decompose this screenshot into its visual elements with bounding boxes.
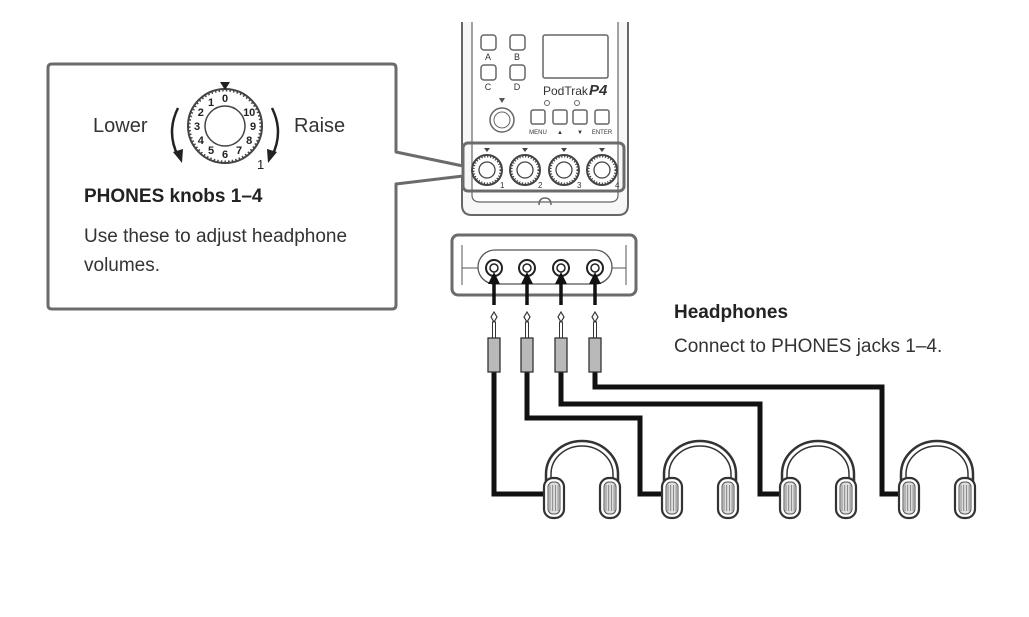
dial-number: 6	[222, 149, 228, 161]
lower-label: Lower	[93, 115, 148, 137]
dial-number: 0	[222, 93, 228, 105]
knob-number-label: 3	[577, 181, 582, 190]
dial-number: 9	[250, 121, 256, 133]
dial-number: 8	[246, 135, 252, 147]
up-button	[552, 109, 568, 125]
phones-jack-2	[518, 259, 536, 277]
model-label: P4	[589, 82, 608, 99]
cable-1	[491, 372, 545, 497]
pad-d-button	[509, 64, 526, 81]
dial-number: 7	[236, 145, 242, 157]
raise-label: Raise	[294, 115, 346, 137]
cable-3	[558, 372, 782, 497]
knob-number-label: 2	[538, 181, 543, 190]
headphones-title: Headphones	[674, 302, 789, 323]
phones-knob-1: 1	[471, 148, 505, 190]
podtrak-device	[461, 22, 629, 216]
phones-knob-4: 4	[586, 148, 620, 190]
headphones-2	[660, 439, 740, 520]
pad-label-d: D	[514, 82, 521, 92]
phones-knob-2: 2	[509, 148, 543, 190]
callout-box	[46, 62, 465, 311]
down-button-label: ▼	[577, 130, 583, 136]
headphones-3	[778, 439, 858, 520]
pad-label-a: A	[485, 52, 491, 62]
pad-a-button	[480, 34, 497, 51]
headphones-set	[542, 439, 977, 520]
dial-marker-label: 1	[257, 157, 264, 172]
pad-label-c: C	[485, 82, 492, 92]
pad-c-button	[480, 64, 497, 81]
pad-label-b: B	[514, 52, 520, 62]
cable-4	[592, 372, 903, 497]
dial-number: 2	[198, 107, 204, 119]
device-display	[542, 34, 609, 79]
phones-knob-3: 3	[548, 148, 582, 190]
plug-2	[520, 272, 534, 373]
up-button-label: ▲	[557, 130, 563, 136]
dial-number: 3	[194, 121, 200, 133]
enter-button-label: ENTER	[592, 130, 613, 136]
knob-number-label: 1	[500, 181, 505, 190]
menu-button-label: MENU	[529, 130, 547, 136]
jack-panel	[450, 233, 638, 297]
plug-3	[554, 272, 568, 373]
cable-2	[524, 372, 665, 497]
plug-4	[588, 272, 602, 373]
menu-button	[530, 109, 546, 125]
callout-title: PHONES knobs 1–4	[84, 186, 263, 207]
dial-number: 10	[243, 107, 255, 119]
headphone-cables	[491, 372, 903, 497]
dial-number: 1	[208, 97, 214, 109]
callout-description: Use these to adjust headphone volumes.	[84, 226, 348, 276]
dial-number: 4	[198, 135, 205, 147]
brand-label: PodTrak	[543, 84, 589, 98]
pad-b-button	[509, 34, 526, 51]
headphones-description: Connect to PHONES jacks 1–4.	[674, 336, 943, 357]
phones-knobs: 1 2 3 4	[471, 148, 620, 190]
headphones-1	[542, 439, 622, 520]
headphone-plugs	[487, 272, 602, 373]
knob-number-label: 4	[615, 181, 620, 190]
dial-number: 5	[208, 145, 214, 157]
enter-button	[594, 109, 610, 125]
down-button	[572, 109, 588, 125]
headphones-4	[897, 439, 977, 520]
plug-1	[487, 272, 501, 373]
